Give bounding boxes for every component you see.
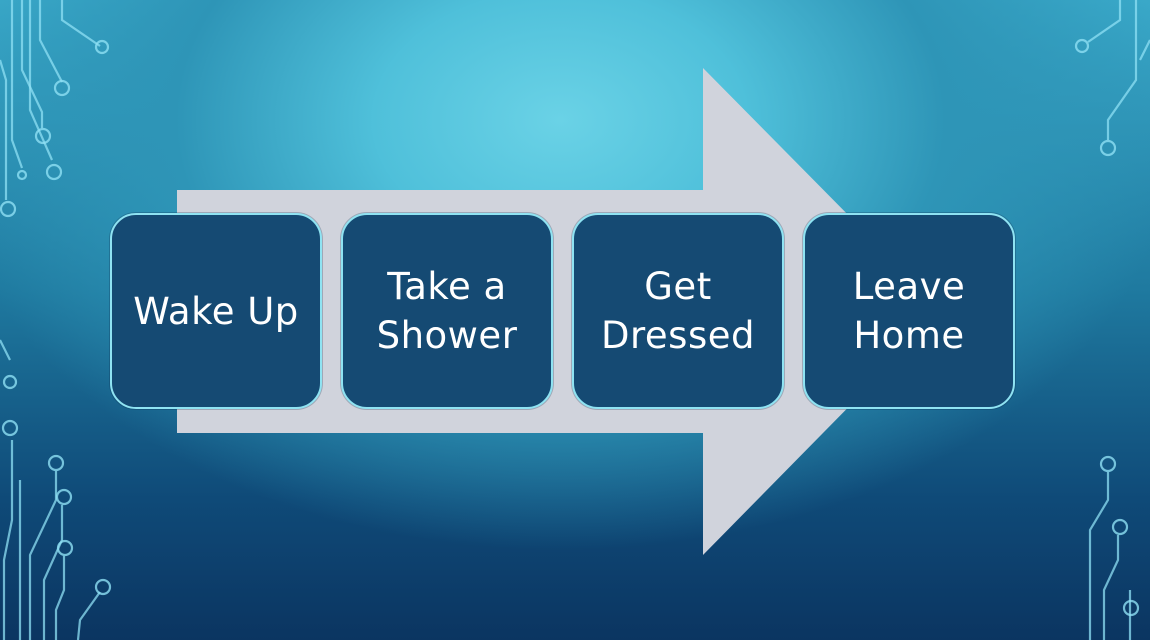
step-box-leave-home: Leave Home	[803, 213, 1015, 409]
step-box-get-dressed: Get Dressed	[572, 213, 784, 409]
step-label: Wake Up	[133, 289, 299, 333]
step-box-wake-up: Wake Up	[110, 213, 322, 409]
step-label: Leave Home	[852, 265, 966, 357]
step-label: Take a Shower	[376, 265, 518, 357]
step-label: Get Dressed	[601, 265, 755, 357]
step-box-take-a-shower: Take a Shower	[341, 213, 553, 409]
arrow-body	[177, 68, 943, 555]
